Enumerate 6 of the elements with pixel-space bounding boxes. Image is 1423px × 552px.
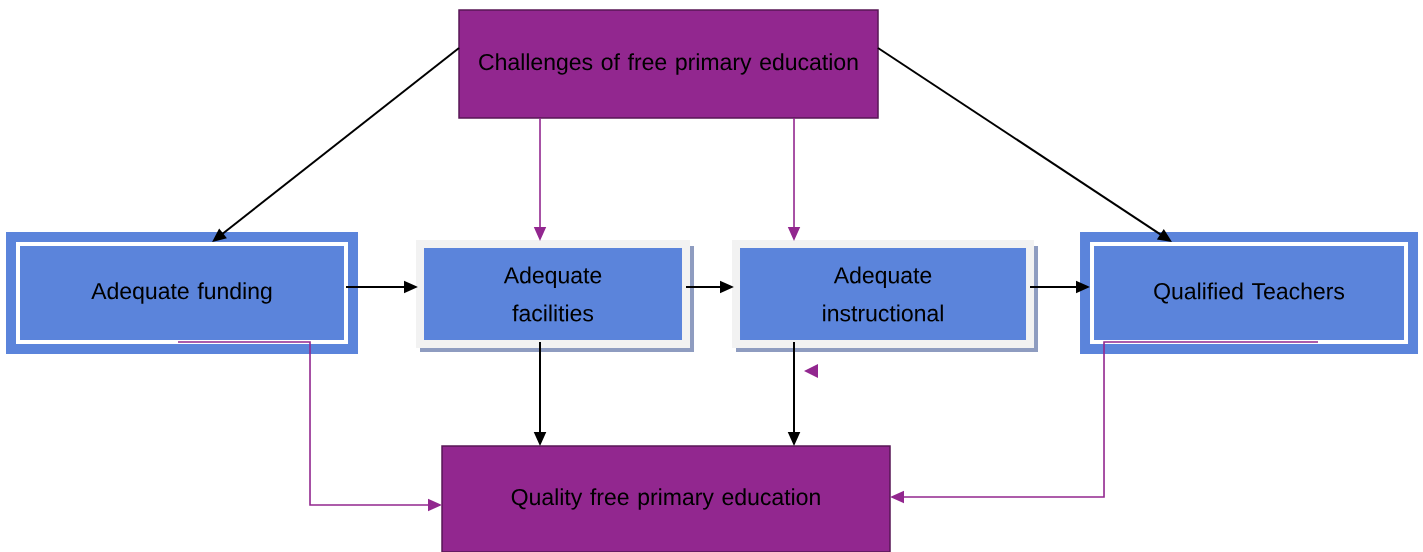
process-box: Challenges of free primary education [458,9,879,119]
process-box: Quality free primary education [441,445,891,552]
process-box: Qualified Teachers [1080,232,1418,354]
process-box: Adequate instructional [732,240,1038,352]
process-box: Adequate funding [6,232,358,354]
process-box: Adequate facilities [416,240,694,352]
